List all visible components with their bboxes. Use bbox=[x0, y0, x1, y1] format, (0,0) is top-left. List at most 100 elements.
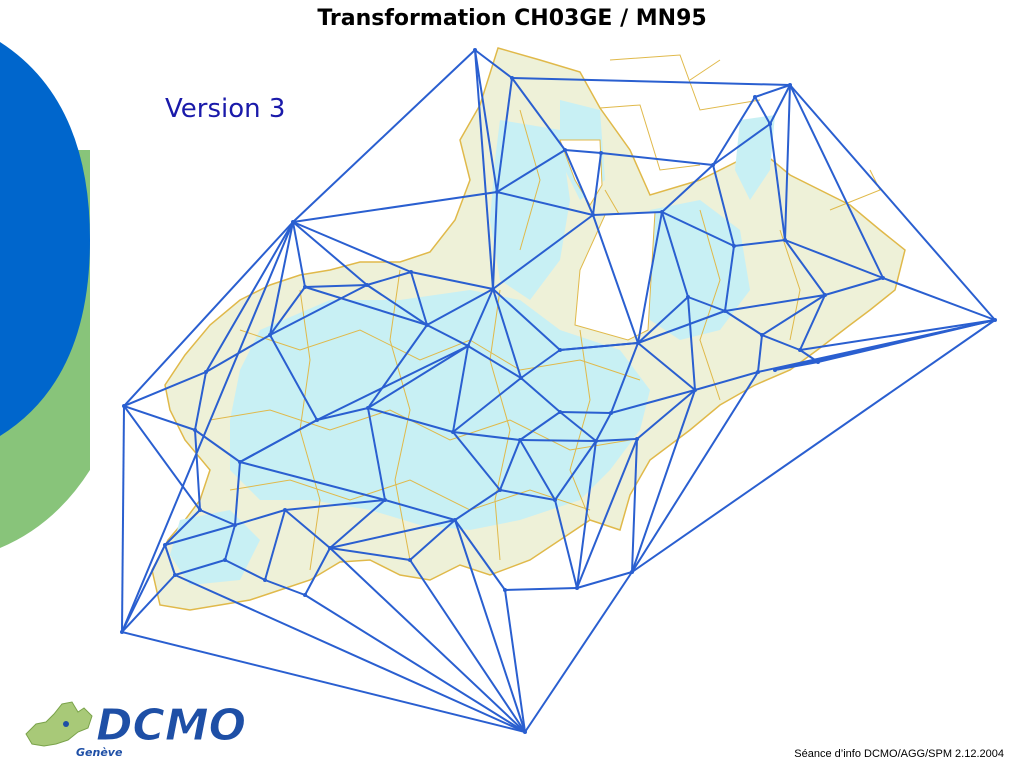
mesh-edge bbox=[454, 519, 526, 733]
mesh-node bbox=[233, 523, 237, 527]
mesh-node bbox=[303, 285, 307, 289]
mesh-edge bbox=[367, 324, 428, 409]
mesh-node bbox=[473, 48, 477, 52]
mesh-edge bbox=[121, 405, 125, 633]
mesh-edge bbox=[467, 345, 522, 379]
mesh-edge bbox=[631, 438, 638, 573]
mesh-edge bbox=[754, 96, 771, 125]
mesh-edge bbox=[292, 221, 412, 273]
mesh-edge bbox=[504, 589, 526, 733]
logo-tagline: Genève bbox=[76, 746, 123, 758]
mesh-node bbox=[519, 376, 523, 380]
mesh-edge bbox=[269, 221, 294, 336]
mesh-node bbox=[263, 578, 267, 582]
mesh-node bbox=[120, 630, 124, 634]
mesh-edge bbox=[610, 389, 696, 414]
mesh-edge bbox=[687, 296, 696, 391]
mesh-node bbox=[660, 210, 664, 214]
mesh-edge bbox=[492, 214, 594, 290]
mesh-edge bbox=[492, 288, 522, 379]
mesh-node bbox=[723, 309, 727, 313]
mesh-edge bbox=[610, 342, 639, 414]
mesh-edge bbox=[205, 334, 271, 373]
mesh-edge bbox=[631, 319, 996, 573]
mesh-edge bbox=[474, 49, 498, 193]
mesh-node bbox=[823, 293, 827, 297]
mesh-edge bbox=[754, 84, 791, 98]
mesh-edge bbox=[304, 547, 331, 596]
mesh-edge bbox=[292, 221, 306, 288]
slide-title: Transformation CH03GE / MN95 bbox=[317, 6, 707, 31]
mesh-node bbox=[122, 404, 126, 408]
mesh-edge bbox=[784, 239, 884, 279]
mesh-edge bbox=[631, 389, 696, 573]
triangulation-nodes bbox=[120, 48, 997, 734]
mesh-edge bbox=[474, 49, 494, 290]
mesh-edge bbox=[366, 284, 428, 326]
mesh-node bbox=[558, 410, 562, 414]
mesh-edge bbox=[757, 334, 763, 373]
mesh-edge bbox=[499, 489, 556, 501]
mesh-edge bbox=[269, 334, 318, 421]
mesh-node bbox=[630, 570, 634, 574]
mesh-node bbox=[591, 213, 595, 217]
mesh-edge bbox=[789, 84, 884, 279]
mesh-edge bbox=[452, 431, 521, 441]
mesh-edge bbox=[292, 191, 498, 223]
mesh-edge bbox=[121, 544, 166, 633]
mesh-edge bbox=[316, 345, 469, 421]
mesh-edge bbox=[205, 221, 294, 373]
mesh-edge bbox=[496, 149, 566, 193]
mesh-edge bbox=[824, 277, 884, 296]
mesh-node bbox=[451, 430, 455, 434]
mesh-node bbox=[495, 190, 499, 194]
mesh-edge bbox=[799, 349, 819, 363]
mesh-edge bbox=[637, 342, 696, 391]
mesh-node bbox=[328, 546, 332, 550]
mesh-edge bbox=[761, 334, 801, 351]
mesh-node bbox=[409, 270, 413, 274]
mesh-edge bbox=[409, 559, 526, 733]
logo-wordmark: DCMO bbox=[96, 700, 246, 751]
slide-subtitle: Version 3 bbox=[165, 94, 286, 124]
mesh-edge bbox=[511, 77, 791, 86]
mesh-edge bbox=[769, 123, 786, 241]
mesh-edge bbox=[524, 571, 633, 733]
mesh-edge bbox=[595, 412, 612, 442]
mesh-edge bbox=[492, 288, 561, 351]
mesh-edge bbox=[661, 211, 689, 298]
mesh-edge bbox=[595, 438, 638, 442]
mesh-node bbox=[599, 151, 603, 155]
mesh-node bbox=[408, 558, 412, 562]
mesh-edge bbox=[329, 499, 386, 549]
mesh-edge bbox=[234, 461, 241, 526]
mesh-edge bbox=[199, 509, 236, 526]
mesh-node bbox=[732, 244, 736, 248]
mesh-node bbox=[636, 341, 640, 345]
mesh-node bbox=[993, 318, 997, 322]
mesh-edge bbox=[712, 96, 756, 166]
mesh-node bbox=[315, 418, 319, 422]
mesh-edge bbox=[264, 509, 286, 581]
mesh-edge bbox=[239, 461, 386, 501]
mesh-edge bbox=[474, 49, 513, 79]
mesh-edge bbox=[492, 191, 498, 290]
mesh-node bbox=[783, 238, 787, 242]
mesh-edge bbox=[452, 377, 522, 433]
mesh-edge bbox=[499, 439, 521, 491]
mesh-edge bbox=[410, 271, 428, 326]
mesh-edge bbox=[559, 411, 612, 414]
mesh-node bbox=[491, 287, 495, 291]
mesh-edge bbox=[194, 429, 201, 511]
mesh-node bbox=[686, 295, 690, 299]
mesh-node bbox=[788, 83, 792, 87]
mesh-node bbox=[268, 333, 272, 337]
mesh-edge bbox=[520, 349, 561, 379]
mesh-node bbox=[575, 586, 579, 590]
dcmo-logo: DCMO Genève bbox=[25, 700, 247, 758]
lake-areas bbox=[559, 139, 656, 341]
mesh-node bbox=[238, 460, 242, 464]
mesh-edge bbox=[269, 284, 368, 336]
mesh-edge bbox=[304, 594, 526, 733]
mesh-edge bbox=[520, 377, 561, 413]
